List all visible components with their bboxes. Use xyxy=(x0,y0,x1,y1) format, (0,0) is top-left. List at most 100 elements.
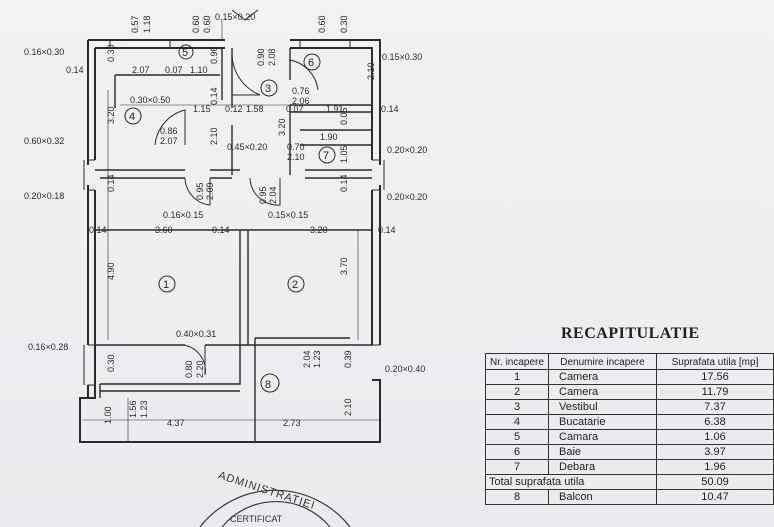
dim-020x020a: 0.20×0.20 xyxy=(387,145,427,155)
room-numbers: 1 2 3 4 5 6 7 8 xyxy=(129,47,329,391)
dim-490: 4.90 xyxy=(106,262,116,280)
stamp-sub: CERTIFICAT xyxy=(230,514,283,524)
row-name: Bucatarie xyxy=(548,414,657,430)
dimension-texts: 0.57 1.18 0.60 0.60 0.15×0.20 0.60 0.30 … xyxy=(24,12,427,428)
dim-360: 3.60 xyxy=(155,225,173,235)
dim-320a: 3.20 xyxy=(106,106,116,124)
dim-060x032: 0.60×0.32 xyxy=(24,136,64,146)
dim-007: 0.07 xyxy=(165,65,183,75)
header-name: Denumire incapere xyxy=(548,353,657,370)
windows xyxy=(83,40,385,386)
room-2-label: 2 xyxy=(292,279,298,291)
dim-115: 1.15 xyxy=(193,104,211,114)
room-4-label: 4 xyxy=(129,111,135,123)
dim-086: 0.86 xyxy=(160,126,178,136)
row-nr: 3 xyxy=(485,399,549,415)
row-name: Baie xyxy=(548,444,657,460)
row-nr: 2 xyxy=(485,384,549,400)
dim-014f: 0.14 xyxy=(89,225,107,235)
room-1-label: 1 xyxy=(163,279,169,291)
balcony-name: Balcon xyxy=(548,489,657,505)
dim-014a: 0.14 xyxy=(66,65,84,75)
row-area: 1.96 xyxy=(656,459,774,475)
room-markers xyxy=(124,44,336,393)
room-8-label: 8 xyxy=(265,379,271,391)
dimension-lines xyxy=(79,20,380,442)
total-row: Total suprafata utila 50.09 xyxy=(485,474,774,490)
dim-210c: 2.10 xyxy=(287,152,305,162)
recap-table: Nr. incapere Denumire incapere Suprafata… xyxy=(485,353,774,505)
room-3-label: 3 xyxy=(265,83,271,95)
dim-220: 2.20 xyxy=(195,360,205,378)
dim-273: 2.73 xyxy=(283,418,301,428)
dim-204b: 2.04 xyxy=(302,350,312,368)
dim-320b: 3.20 xyxy=(277,118,287,136)
dim-070: 0.70 xyxy=(287,142,305,152)
dim-015x015: 0.15×0.15 xyxy=(268,210,308,220)
row-name: Camera xyxy=(548,369,657,385)
row-area: 6.38 xyxy=(656,414,774,430)
dim-210d: 2.10 xyxy=(343,398,353,416)
dim-030c: 0.30 xyxy=(106,354,116,372)
row-area: 7.37 xyxy=(656,399,774,415)
total-label: Total suprafata utila xyxy=(485,474,657,490)
dim-030b: 0.30 xyxy=(106,44,116,62)
dim-014d: 0.14 xyxy=(106,174,116,192)
dim-030x050: 0.30×0.50 xyxy=(130,95,170,105)
dim-012: 0.12 xyxy=(225,104,243,114)
row-area: 17.56 xyxy=(656,369,774,385)
dim-105: 1.05 xyxy=(339,145,349,163)
dim-057: 0.57 xyxy=(130,15,140,33)
row-area: 1.06 xyxy=(656,429,774,445)
room-6-label: 6 xyxy=(308,57,314,69)
row-name: Camera xyxy=(548,384,657,400)
dim-096: 0.96 xyxy=(209,46,219,64)
stamp-seal xyxy=(199,489,351,527)
dim-156: 1.56 xyxy=(128,400,138,418)
interior-walls xyxy=(95,48,372,442)
row-name: Vestibul xyxy=(548,399,657,415)
room-5-label: 5 xyxy=(182,47,188,59)
dim-437: 4.37 xyxy=(167,418,185,428)
dim-118: 1.18 xyxy=(142,15,152,33)
dim-191: 1.91 xyxy=(326,104,344,114)
row-area: 11.79 xyxy=(656,384,774,400)
dim-015x030: 0.15×0.30 xyxy=(382,52,422,62)
dim-014e: 0.14 xyxy=(339,174,349,192)
dim-208: 2.08 xyxy=(267,48,277,66)
dim-210b: 2.10 xyxy=(209,127,219,145)
dim-060c: 0.60 xyxy=(317,15,327,33)
door-swings xyxy=(154,9,319,376)
dim-209: 2.09 xyxy=(205,182,215,200)
dim-060a: 0.60 xyxy=(191,15,201,33)
dim-210a: 2.10 xyxy=(366,62,376,80)
row-nr: 7 xyxy=(485,459,549,475)
balcony-area: 10.47 xyxy=(656,489,774,505)
dim-370: 3.70 xyxy=(339,257,349,275)
dim-007b: 0.07 xyxy=(286,104,304,114)
row-nr: 5 xyxy=(485,429,549,445)
dim-095b: 0.95 xyxy=(258,186,268,204)
dim-040x031: 0.40×0.31 xyxy=(176,329,216,339)
dim-014g: 0.14 xyxy=(212,225,230,235)
balcony-nr: 8 xyxy=(485,489,549,505)
header-area: Suprafata utila [mp] xyxy=(656,353,774,370)
dim-014c: 0.14 xyxy=(209,87,219,105)
dim-190: 1.90 xyxy=(320,132,338,142)
dim-030a: 0.30 xyxy=(339,15,349,33)
recap-header-row: Nr. incapere Denumire incapere Suprafata… xyxy=(485,353,774,370)
dim-100: 1.00 xyxy=(103,406,113,424)
dim-020x040: 0.20×0.40 xyxy=(385,364,425,374)
row-area: 3.97 xyxy=(656,444,774,460)
room-7-label: 7 xyxy=(323,150,329,162)
dim-005: 0.05 xyxy=(339,107,349,125)
row-nr: 4 xyxy=(485,414,549,430)
balcony-row: 8 Balcon 10.47 xyxy=(485,489,774,505)
dim-080: 0.80 xyxy=(184,360,194,378)
dim-016x015: 0.16×0.15 xyxy=(163,210,203,220)
